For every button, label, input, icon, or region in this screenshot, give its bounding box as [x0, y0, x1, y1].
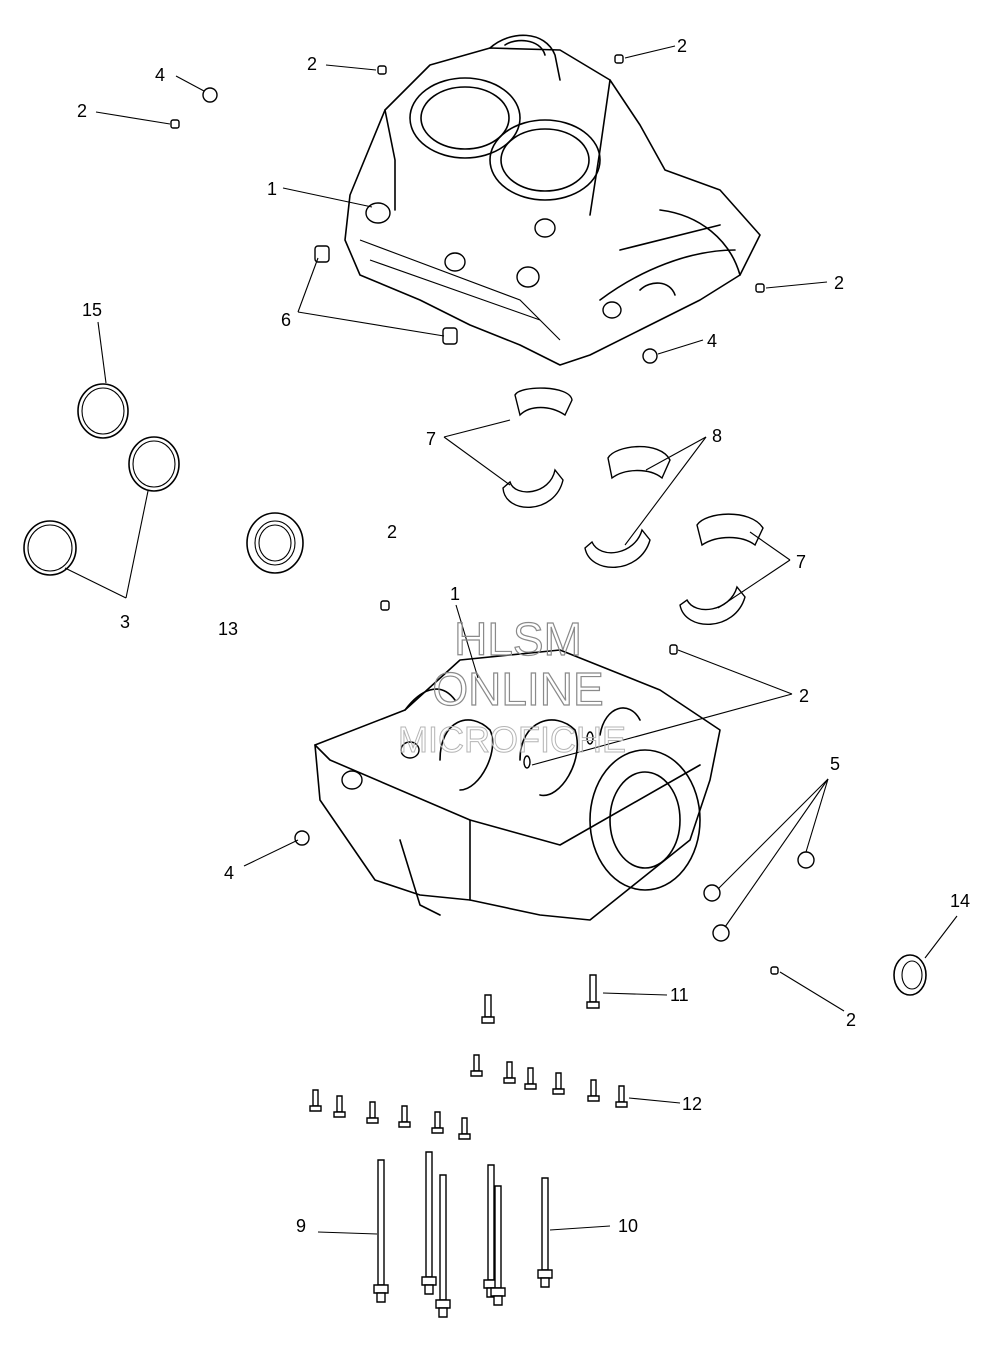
- stud-6a: [314, 245, 330, 263]
- callout-1-lower: 1: [450, 584, 460, 604]
- dowel-2f: [669, 644, 678, 655]
- watermark-line1: HLSM: [454, 613, 582, 665]
- callout-2-left: 2: [77, 101, 87, 121]
- callout-6: 6: [281, 310, 291, 330]
- callout-4-lower: 4: [224, 863, 234, 883]
- callout-4-right: 4: [707, 331, 717, 351]
- callout-2-lower-right: 2: [799, 686, 809, 706]
- callout-3: 3: [120, 612, 130, 632]
- o-ring-3-upper: [128, 436, 180, 492]
- o-ring-3-lower: [23, 520, 77, 576]
- callout-13: 13: [218, 619, 238, 639]
- callout-5: 5: [830, 754, 840, 774]
- bearing-7b-lower: [679, 585, 746, 626]
- watermark-line3: MICROFICHE: [398, 719, 626, 760]
- callout-7-right: 7: [796, 552, 806, 572]
- callout-11: 11: [670, 985, 689, 1005]
- callout-14: 14: [950, 891, 970, 911]
- callout-8: 8: [712, 426, 722, 446]
- callout-2-top-right: 2: [677, 36, 687, 56]
- upper-crankcase: [344, 34, 761, 366]
- watermark: HLSM ONLINE MICROFICHE: [398, 612, 627, 760]
- callout-15: 15: [82, 300, 102, 320]
- o-ring-15: [77, 383, 129, 439]
- callout-2-middle: 2: [387, 522, 397, 542]
- bushing-5b: [797, 851, 815, 869]
- seals-and-orings: [23, 383, 927, 996]
- leader-lines: [64, 45, 958, 1235]
- callout-1-upper: 1: [267, 179, 277, 199]
- dowel-2a: [377, 65, 387, 75]
- callout-4-top: 4: [155, 65, 165, 85]
- watermark-line2: ONLINE: [432, 663, 603, 715]
- bushing-5a: [703, 884, 721, 902]
- seal-13: [246, 512, 304, 574]
- bushing-5c: [712, 924, 730, 942]
- callout-2-bottom-right: 2: [846, 1010, 856, 1030]
- bolts: [309, 974, 628, 1318]
- dowel-2b: [614, 54, 624, 64]
- callout-2-top-left: 2: [307, 54, 317, 74]
- callout-12: 12: [682, 1094, 702, 1114]
- bearing-7-lower: [502, 468, 564, 509]
- seal-14: [893, 954, 927, 996]
- callout-9: 9: [296, 1216, 306, 1236]
- bearing-7b-upper: [696, 513, 764, 547]
- stud-6b: [442, 327, 458, 345]
- bushing-4c: [294, 830, 310, 846]
- callout-2-right: 2: [834, 273, 844, 293]
- bearing-8-lower: [584, 528, 651, 569]
- lower-crankcase: [314, 649, 721, 921]
- dowels-and-bushings: [170, 54, 815, 975]
- bushing-4a: [202, 87, 218, 103]
- callout-7-left: 7: [426, 429, 436, 449]
- bearing-shells: [502, 387, 764, 626]
- bearing-8-upper: [607, 445, 671, 480]
- dowel-2g: [770, 966, 779, 975]
- dowel-2d: [755, 283, 765, 293]
- callout-10: 10: [618, 1216, 638, 1236]
- bearing-7-upper: [514, 387, 573, 417]
- dowel-2c: [170, 119, 180, 129]
- dowel-2e: [380, 600, 390, 611]
- bushing-4b: [642, 348, 658, 364]
- callout-numbers: 1 1 2 2 2 2 2 2 2 3 4 4 4 5 6 7 7 8 9 10…: [77, 36, 970, 1236]
